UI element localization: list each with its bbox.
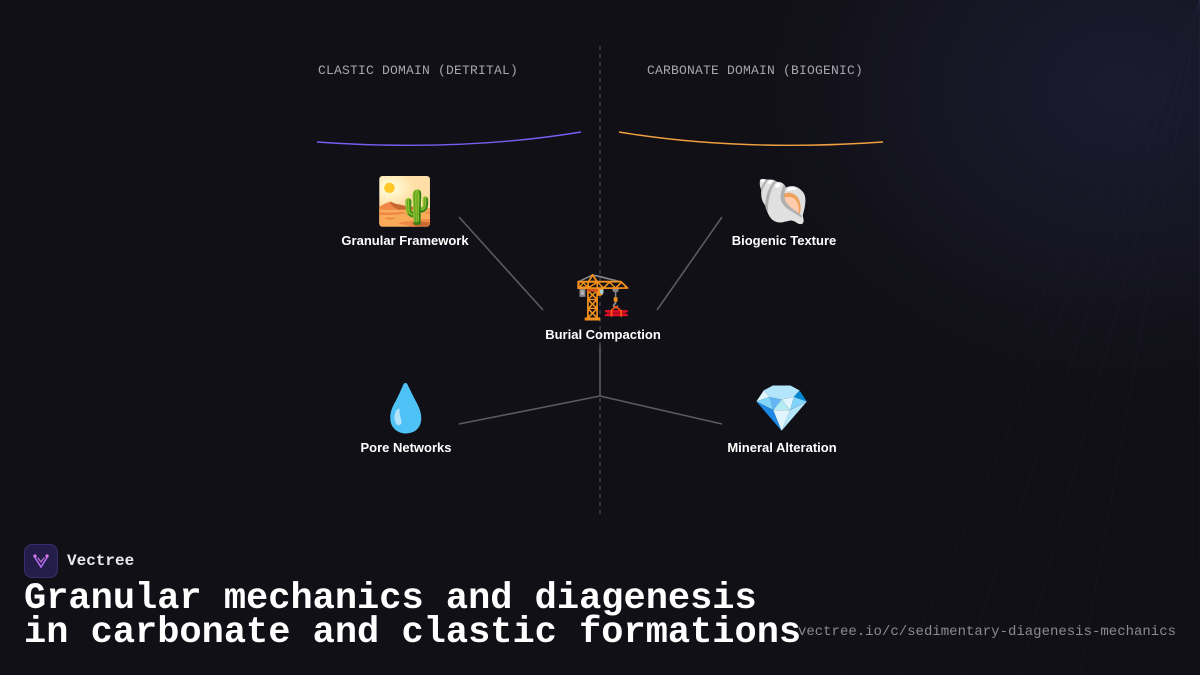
node-label: Pore Networks — [360, 440, 452, 455]
node-label: Burial Compaction — [545, 327, 661, 342]
brand-name: Vectree — [67, 552, 135, 570]
carbonate-domain-label: CARBONATE DOMAIN (BIOGENIC) — [647, 63, 864, 78]
connector-hub-mineral — [599, 395, 723, 425]
connector-texture-compaction — [656, 216, 723, 311]
droplet-icon: 💧 — [377, 382, 435, 434]
connector-framework-compaction — [458, 216, 544, 311]
node-pore-networks: 💧 Pore Networks — [360, 380, 451, 455]
node-biogenic-texture: 🐚 Biogenic Texture — [732, 173, 837, 248]
node-label: Granular Framework — [341, 233, 469, 248]
connector-hub-pore — [458, 395, 601, 425]
page-title: Granular mechanics and diagenesis in car… — [24, 578, 802, 654]
source-url[interactable]: vectree.io/c/sedimentary-diagenesis-mech… — [797, 624, 1176, 640]
node-label: Mineral Alteration — [727, 440, 837, 455]
vectree-logo-icon — [24, 544, 58, 578]
node-granular-framework: 🏜️ Granular Framework — [341, 173, 468, 248]
carbonate-arc — [618, 131, 884, 147]
gem-icon: 💎 — [753, 382, 811, 434]
title-line-1: Granular mechanics and diagenesis — [24, 578, 757, 620]
node-mineral-alteration: 💎 Mineral Alteration — [727, 380, 836, 455]
construction-crane-icon: 🏗️ — [574, 269, 632, 321]
clastic-domain-label: CLASTIC DOMAIN (DETRITAL) — [318, 63, 519, 78]
title-line-2: in carbonate and clastic formations — [24, 612, 802, 654]
node-burial-compaction: 🏗️ Burial Compaction — [545, 267, 661, 342]
spiral-shell-icon: 🐚 — [755, 175, 813, 227]
desert-landscape-icon: 🏜️ — [376, 175, 434, 227]
node-label: Biogenic Texture — [731, 233, 837, 248]
clastic-arc — [316, 131, 582, 147]
brand: Vectree — [24, 544, 134, 578]
